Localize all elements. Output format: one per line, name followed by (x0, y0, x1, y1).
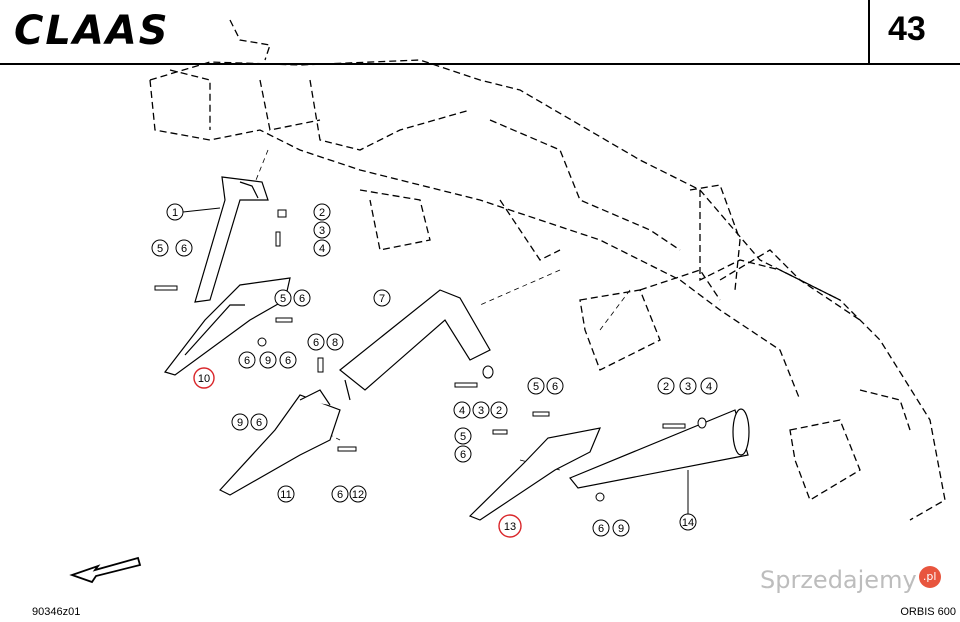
svg-text:5: 5 (280, 293, 286, 305)
part-13-divider (468, 427, 601, 521)
svg-text:7: 7 (379, 293, 385, 305)
svg-text:8: 8 (332, 337, 338, 349)
svg-text:3: 3 (478, 405, 484, 417)
callout-6: 6 (307, 333, 325, 351)
svg-text:6: 6 (285, 355, 291, 367)
watermark-text: Sprzedajemy (760, 566, 917, 594)
svg-text:6: 6 (256, 417, 262, 429)
svg-text:5: 5 (460, 431, 466, 443)
svg-text:5: 5 (533, 381, 539, 393)
callout-2: 2 (490, 401, 508, 419)
brand-logo: CLAAS (14, 8, 170, 54)
svg-text:4: 4 (459, 405, 465, 417)
callout-4: 4 (453, 401, 471, 419)
svg-text:9: 9 (618, 523, 624, 535)
callout-3: 3 (679, 377, 697, 395)
svg-text:6: 6 (181, 243, 187, 255)
svg-text:6: 6 (552, 381, 558, 393)
callout-6: 6 (238, 351, 256, 369)
callout-6: 6 (592, 519, 610, 537)
svg-text:5: 5 (157, 243, 163, 255)
svg-text:2: 2 (496, 405, 502, 417)
part-callouts: 1 2 3 4 5 6 5 6 10 6 8 7 6 9 6 9 6 11 6 … (151, 203, 718, 538)
travel-direction-arrow (69, 556, 142, 584)
callout-4: 4 (700, 377, 718, 395)
part-7-rail (339, 289, 491, 401)
callout-9: 9 (231, 413, 249, 431)
part-10-divider (163, 277, 291, 376)
svg-text:6: 6 (460, 449, 466, 461)
callout-10-highlighted: 10 (193, 367, 215, 389)
callout-9: 9 (259, 351, 277, 369)
callout-6: 6 (279, 351, 297, 369)
callout-3: 3 (313, 221, 331, 239)
part-1-bracket (194, 176, 269, 303)
svg-text:6: 6 (337, 489, 343, 501)
callout-5: 5 (274, 289, 292, 307)
watermark: Sprzedajemy.pl (760, 566, 941, 594)
callout-7: 7 (373, 289, 391, 307)
page-number: 43 (888, 10, 926, 48)
callout-2: 2 (313, 203, 331, 221)
svg-text:9: 9 (237, 417, 243, 429)
callout-2: 2 (657, 377, 675, 395)
model-name: ORBIS 600 (900, 606, 956, 618)
svg-text:10: 10 (198, 373, 210, 385)
svg-text:3: 3 (319, 225, 325, 237)
callout-6: 6 (331, 485, 349, 503)
header-divider (868, 0, 870, 64)
svg-text:4: 4 (706, 381, 712, 393)
machine-frame (149, 19, 946, 521)
fasteners (154, 209, 707, 502)
callout-6: 6 (293, 289, 311, 307)
part-14-tube (569, 408, 750, 489)
svg-text:6: 6 (313, 337, 319, 349)
callout-5: 5 (454, 427, 472, 445)
svg-text:4: 4 (319, 243, 325, 255)
svg-text:6: 6 (244, 355, 250, 367)
svg-text:6: 6 (598, 523, 604, 535)
svg-text:14: 14 (682, 517, 694, 529)
svg-text:3: 3 (685, 381, 691, 393)
svg-text:2: 2 (319, 207, 325, 219)
callout-1: 1 (166, 203, 221, 221)
callout-3: 3 (472, 401, 490, 419)
svg-text:9: 9 (265, 355, 271, 367)
svg-text:1: 1 (172, 207, 178, 219)
svg-text:11: 11 (280, 489, 291, 501)
header-rule (0, 63, 960, 65)
callout-13-highlighted: 13 (498, 514, 522, 538)
part-11-divider (219, 389, 341, 496)
callout-4: 4 (313, 239, 331, 257)
callout-6: 6 (454, 445, 472, 463)
svg-text:13: 13 (504, 521, 516, 533)
callout-5: 5 (527, 377, 545, 395)
callout-8: 8 (326, 333, 344, 351)
svg-text:2: 2 (663, 381, 669, 393)
callout-11: 11 (277, 485, 295, 503)
callout-14: 14 (679, 470, 697, 531)
callout-12: 12 (349, 485, 367, 503)
callout-6: 6 (250, 413, 268, 431)
svg-text:6: 6 (299, 293, 305, 305)
drawing-code: 90346z01 (32, 606, 81, 618)
callout-9: 9 (612, 519, 630, 537)
callout-5: 5 (151, 239, 169, 257)
watermark-badge: .pl (918, 566, 941, 588)
svg-text:12: 12 (352, 489, 364, 501)
callout-6: 6 (546, 377, 564, 395)
callout-6: 6 (175, 239, 193, 257)
